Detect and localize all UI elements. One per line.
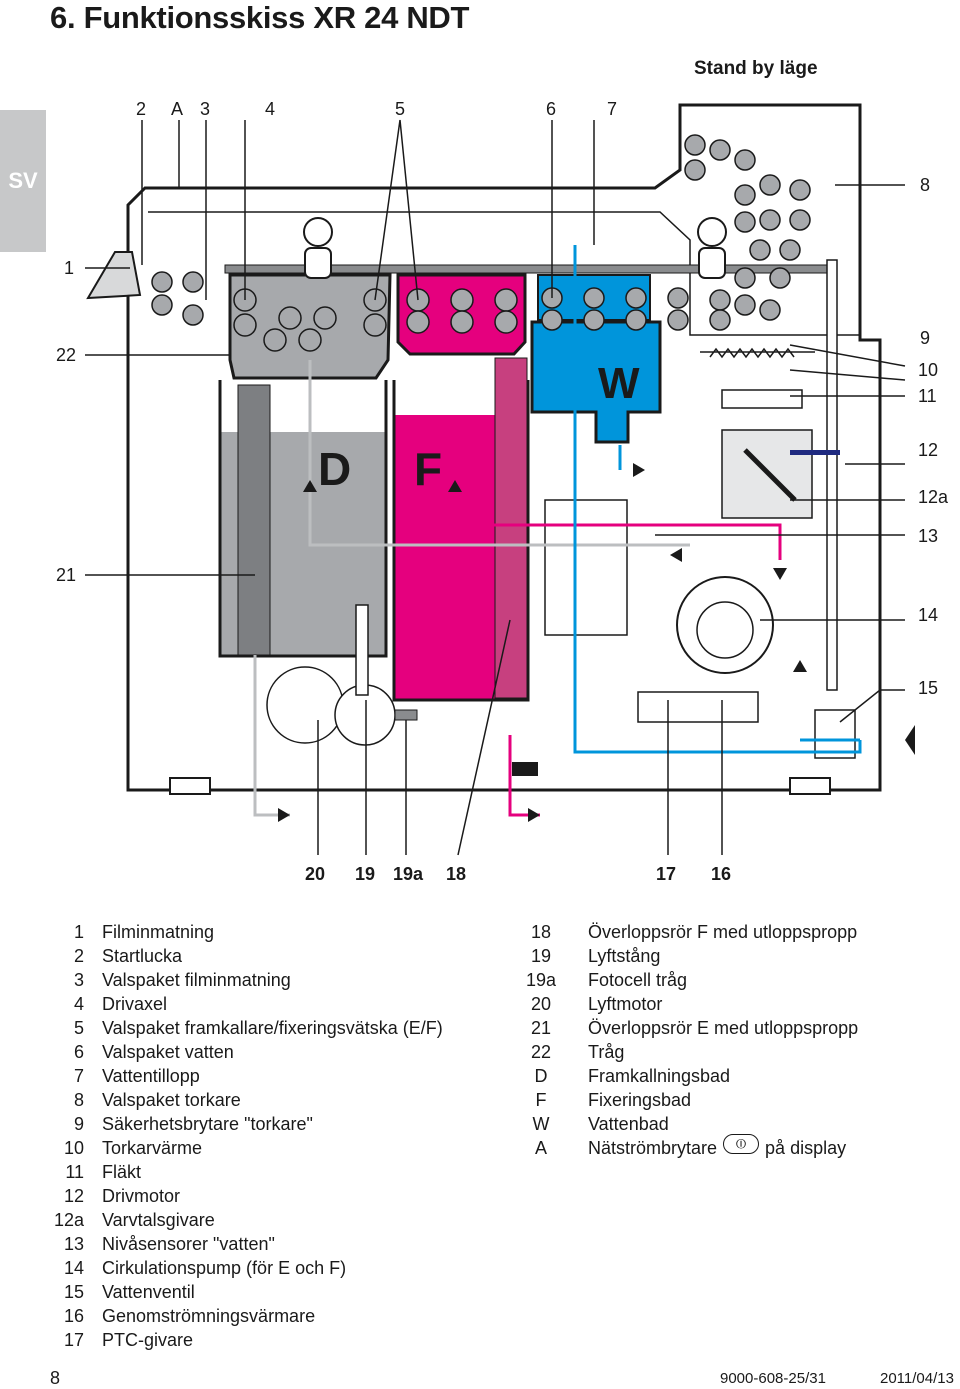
label-top-3: 3 bbox=[200, 99, 210, 119]
label-bottom-19: 19 bbox=[355, 864, 375, 884]
label-top-2: 2 bbox=[136, 99, 146, 119]
tank-letter-d: D bbox=[318, 443, 351, 495]
overflow-pipe-f bbox=[494, 357, 528, 699]
label-bottom-18: 18 bbox=[446, 864, 466, 884]
tray-heater bbox=[637, 691, 759, 723]
flow-arrows bbox=[278, 463, 807, 822]
machine-foot-left bbox=[169, 777, 211, 795]
fan-icon bbox=[721, 389, 803, 409]
fixer-tank bbox=[392, 380, 530, 702]
mode-label: Stand by läge bbox=[694, 58, 818, 79]
water-inlet-cone bbox=[905, 725, 915, 755]
label-right-14: 14 bbox=[918, 605, 938, 625]
label-right-11: 11 bbox=[918, 386, 937, 406]
page-number: 8 bbox=[50, 1368, 61, 1388]
label-right-9: 9 bbox=[920, 328, 930, 348]
tank-letter-f: F bbox=[414, 443, 442, 495]
lift-rod bbox=[355, 604, 369, 696]
film-inlet bbox=[86, 251, 142, 300]
dryer-heater bbox=[700, 347, 815, 359]
base-bar bbox=[512, 762, 538, 776]
document-date: 2011/04/13 bbox=[880, 1370, 954, 1387]
label-top-5: 5 bbox=[395, 99, 405, 119]
water-tank bbox=[530, 320, 662, 444]
label-top-6: 6 bbox=[546, 99, 556, 119]
developer-tank bbox=[218, 380, 388, 658]
label-right-12a: 12a bbox=[918, 487, 949, 507]
water-valve bbox=[814, 709, 856, 759]
language-tab[interactable]: SV bbox=[0, 110, 46, 252]
page-title: 6. Funktionsskiss XR 24 NDT bbox=[50, 0, 470, 35]
label-top-a: A bbox=[171, 99, 183, 119]
label-right-13: 13 bbox=[918, 526, 938, 546]
function-diagram: D F W bbox=[56, 99, 949, 884]
leader-lines bbox=[85, 119, 906, 856]
label-right-15: 15 bbox=[918, 678, 938, 698]
tank-letter-w: W bbox=[598, 359, 640, 408]
power-switch-icon: ⏼ bbox=[723, 1134, 760, 1154]
label-bottom-19a: 19a bbox=[393, 864, 424, 884]
label-right-8: 8 bbox=[920, 175, 930, 195]
drive-chain bbox=[826, 259, 838, 691]
machine-foot-right bbox=[789, 777, 831, 795]
label-right-12: 12 bbox=[918, 440, 938, 460]
label-bottom-20: 20 bbox=[305, 864, 325, 884]
rollers bbox=[151, 134, 811, 352]
label-left-1: 1 bbox=[64, 258, 74, 278]
label-bottom-17: 17 bbox=[656, 864, 676, 884]
label-bottom-16: 16 bbox=[711, 864, 731, 884]
heater-block bbox=[544, 499, 628, 636]
overflow-pipe-e bbox=[237, 384, 271, 656]
label-top-4: 4 bbox=[265, 99, 275, 119]
inner-frame bbox=[148, 211, 860, 336]
developer-rack bbox=[228, 273, 392, 380]
label-left-22: 22 bbox=[56, 345, 76, 365]
lift-motor bbox=[266, 666, 344, 744]
level-sensor-bar bbox=[790, 450, 840, 455]
photocell-tray bbox=[394, 709, 418, 721]
gear-icon bbox=[303, 217, 727, 279]
circulation-pump bbox=[676, 576, 774, 674]
speed-sensor bbox=[743, 448, 797, 502]
document-number: 9000-608-25/31 bbox=[720, 1370, 826, 1387]
label-right-10: 10 bbox=[918, 360, 938, 380]
label-left-21: 21 bbox=[56, 565, 76, 585]
label-top-7: 7 bbox=[607, 99, 617, 119]
